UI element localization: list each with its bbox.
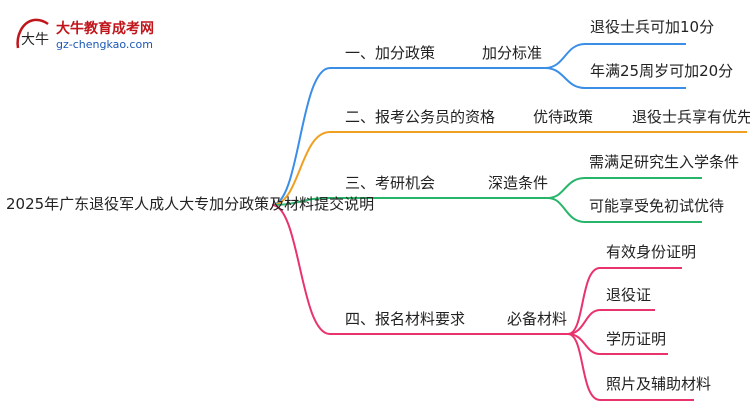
branch-sub-4: 必备材料 [507, 310, 568, 328]
edge-b4-leaf3 [567, 333, 668, 355]
leaf-4-1: 有效身份证明 [606, 243, 697, 261]
branch-sub-1: 加分标准 [482, 44, 543, 62]
leaf-3-1: 需满足研究生入学条件 [589, 153, 740, 171]
branch-label-2: 二、报考公务员的资格 [345, 108, 496, 126]
edge-b1-leaf2 [544, 67, 686, 89]
branch-label-3: 三、考研机会 [345, 174, 436, 192]
site-logo[interactable]: 大牛 大牛教育成考网 gz-chengkao.com [12, 14, 212, 56]
root-node: 2025年广东退役军人成人大专加分政策及材料提交说明 [6, 195, 375, 213]
edge-b1-leaf1 [544, 43, 686, 69]
logo-url: gz-chengkao.com [56, 38, 153, 51]
edge-b3-leaf1 [547, 177, 702, 199]
logo-mark-text: 大牛 [21, 32, 49, 48]
edge-root-b1 [271, 67, 470, 206]
branch-sub-2: 优待政策 [533, 108, 594, 126]
edge-b3-leaf2 [547, 197, 702, 223]
leaf-1-1: 退役士兵可加10分 [590, 18, 715, 36]
leaf-3-2: 可能享受免初试优待 [589, 197, 725, 215]
branch-label-1: 一、加分政策 [345, 44, 436, 62]
edge-b4-leaf1 [567, 267, 682, 335]
logo-mark-icon: 大牛 [16, 18, 49, 49]
leaf-1-2: 年满25周岁可加20分 [590, 62, 734, 80]
branch-sub-3: 深造条件 [488, 174, 549, 192]
logo-name: 大牛教育成考网 [56, 21, 154, 37]
leaf-4-4: 照片及辅助材料 [606, 375, 712, 393]
leaf-2-1: 退役士兵享有优先考虑 [632, 108, 750, 126]
leaf-4-3: 学历证明 [606, 330, 667, 348]
leaf-4-2: 退役证 [606, 286, 652, 304]
edge-root-b2 [271, 131, 747, 206]
edge-b4-leaf4 [567, 333, 694, 401]
edge-b4-leaf2 [567, 309, 655, 335]
edge-root-b3 [271, 197, 548, 206]
edge-root-b4 [271, 204, 568, 335]
branch-label-4: 四、报名材料要求 [345, 310, 466, 328]
